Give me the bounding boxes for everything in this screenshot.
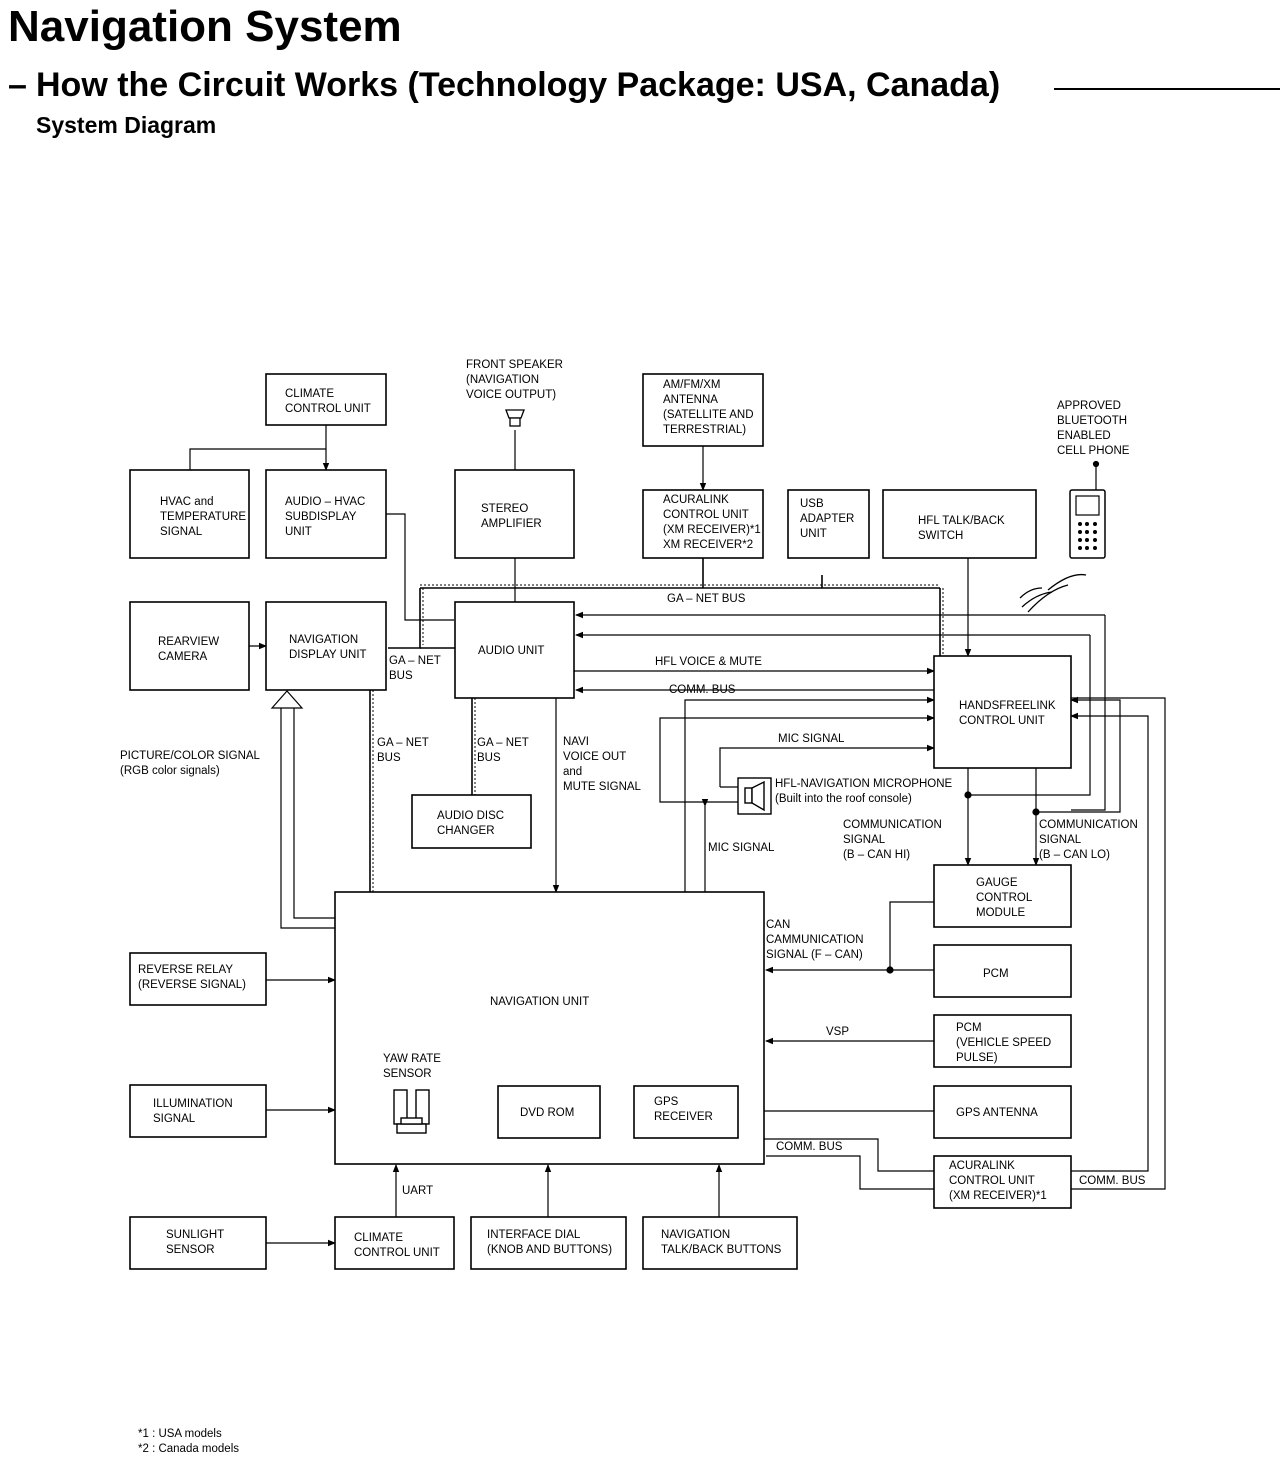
label-comm-bus-right: COMM. BUS	[1079, 1175, 1146, 1187]
label-uart: UART	[402, 1185, 433, 1197]
label-comm-bus-nav: COMM. BUS	[776, 1141, 843, 1153]
box-nav-talkback	[642, 1216, 798, 1270]
box-interface-dial	[470, 1216, 627, 1270]
subtitle-row: – How the Circuit Works (Technology Pack…	[8, 66, 1280, 106]
ga-net-bus-lines	[369, 558, 941, 892]
box-antenna	[642, 373, 764, 447]
label-comm-bus-audio: COMM. BUS	[669, 684, 736, 696]
label-pcm: PCM	[983, 968, 1009, 980]
box-disc-changer	[411, 794, 532, 849]
box-gauge	[933, 864, 1072, 928]
box-handsfree	[933, 655, 1072, 769]
label-mic-signal-bottom: MIC SIGNAL	[708, 842, 775, 854]
subtitle-dash: –	[8, 66, 27, 104]
label-vsp: VSP	[826, 1026, 849, 1038]
box-dvd-rom	[497, 1085, 601, 1139]
label-interface-dial: INTERFACE DIAL(KNOB AND BUTTONS)	[487, 1229, 612, 1256]
label-picture-signal: PICTURE/COLOR SIGNAL(RGB color signals)	[120, 750, 261, 777]
speaker-icon	[505, 409, 525, 427]
box-gps-antenna	[933, 1085, 1072, 1139]
box-rearview	[129, 601, 250, 691]
box-illumination	[129, 1084, 267, 1138]
box-usb	[787, 489, 870, 559]
box-hvac-temp	[129, 469, 250, 559]
box-acuralink-top	[642, 489, 764, 559]
label-nav-unit: NAVIGATION UNIT	[490, 996, 589, 1008]
box-audio-hvac	[265, 469, 387, 559]
label-ga-net-bus-top: GA – NET BUS	[667, 593, 746, 605]
label-hfl-voice-mute: HFL VOICE & MUTE	[655, 656, 762, 668]
microphone-icon	[737, 777, 772, 815]
bluetooth-signal-icon	[1019, 573, 1087, 613]
box-pcm	[933, 944, 1072, 998]
box-sunlight	[129, 1216, 267, 1270]
subtitle-rule	[1054, 88, 1280, 90]
cell-phone-icon	[1069, 489, 1106, 559]
box-nav-display	[265, 601, 387, 691]
yaw-rate-sensor-icon	[393, 1089, 430, 1134]
label-mic-signal-top: MIC SIGNAL	[778, 733, 845, 745]
label-reverse-relay: REVERSE RELAY(REVERSE SIGNAL)	[138, 964, 246, 991]
connection-lines	[189, 418, 1166, 1247]
ga-net-bus-texture	[372, 584, 944, 892]
box-gps-receiver	[633, 1085, 739, 1139]
box-pcm-vsp	[933, 1014, 1072, 1068]
footnote-2: *2 : Canada models	[138, 1443, 240, 1455]
box-climate-bottom	[334, 1216, 455, 1270]
box-audio-unit	[454, 601, 575, 699]
label-gps-antenna: GPS ANTENNA	[956, 1107, 1038, 1119]
box-acuralink-bottom	[933, 1155, 1072, 1209]
label-dvd-rom: DVD ROM	[520, 1107, 574, 1119]
page-subtitle: How the Circuit Works (Technology Packag…	[36, 66, 1001, 104]
box-reverse-relay	[129, 952, 267, 1006]
boxes	[129, 373, 1072, 1270]
box-hfl-switch	[882, 489, 1037, 559]
section-title: System Diagram	[36, 112, 217, 138]
page-title: Navigation System	[8, 2, 402, 51]
label-microphone: HFL-NAVIGATION MICROPHONE(Built into the…	[775, 778, 953, 805]
footnote-1: *1 : USA models	[138, 1428, 222, 1440]
box-climate-top	[265, 373, 387, 426]
label-audio-unit: AUDIO UNIT	[478, 645, 544, 657]
box-stereo-amp	[454, 469, 575, 559]
